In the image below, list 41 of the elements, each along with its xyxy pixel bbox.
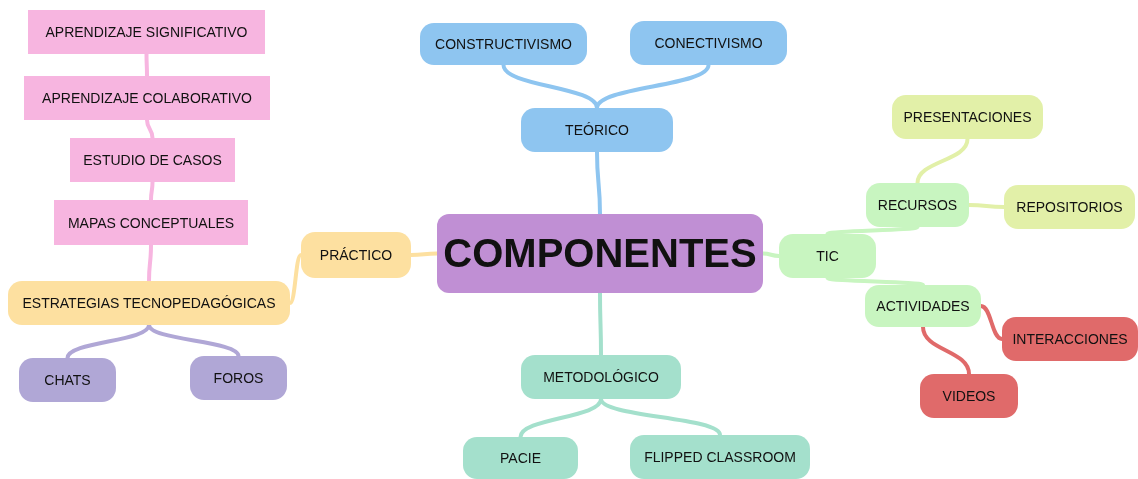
topic-box: ESTUDIO DE CASOS: [70, 138, 235, 182]
branch-line: [595, 150, 602, 216]
topic-box: PACIE: [463, 437, 578, 479]
branch-line: [979, 304, 1004, 341]
topic-box: PRÁCTICO: [301, 232, 411, 278]
topic-box: ESTRATEGIAS TECNOPEDAGÓGICAS: [8, 281, 290, 325]
topic-box: CONSTRUCTIVISMO: [420, 23, 587, 65]
topic-box: TEÓRICO: [521, 108, 673, 152]
topic-box: APRENDIZAJE SIGNIFICATIVO: [28, 10, 265, 54]
topic-box: REPOSITORIOS: [1004, 185, 1135, 229]
central-topic-box: COMPONENTES: [437, 214, 763, 293]
branch-line: [149, 180, 155, 202]
branch-line: [599, 397, 722, 437]
branch-line: [915, 137, 970, 185]
branch-line: [144, 52, 149, 78]
branch-line: [595, 63, 711, 110]
branch-line: [825, 225, 920, 236]
topic-box: CONECTIVISMO: [630, 21, 787, 65]
branch-line: [921, 325, 971, 376]
branch-line: [825, 276, 925, 287]
topic-box: VIDEOS: [920, 374, 1018, 418]
branch-line: [761, 251, 781, 258]
branch-line: [598, 291, 603, 357]
branch-line: [65, 323, 151, 360]
topic-box: APRENDIZAJE COLABORATIVO: [24, 76, 270, 120]
branch-line: [409, 251, 439, 257]
branch-line: [147, 323, 241, 358]
topic-box: FOROS: [190, 356, 287, 400]
topic-box: RECURSOS: [866, 183, 969, 227]
topic-box: FLIPPED CLASSROOM: [630, 435, 810, 479]
branch-line: [145, 118, 155, 140]
branch-line: [967, 203, 1006, 209]
topic-box: ACTIVIDADES: [865, 285, 981, 327]
topic-box: INTERACCIONES: [1002, 317, 1138, 361]
branch-line: [288, 253, 303, 305]
topic-box: CHATS: [19, 358, 116, 402]
topic-box: TIC: [779, 234, 876, 278]
branch-line: [147, 243, 153, 283]
topic-box: PRESENTACIONES: [892, 95, 1043, 139]
topic-box: METODOLÓGICO: [521, 355, 681, 399]
topic-box: MAPAS CONCEPTUALES: [54, 200, 248, 245]
